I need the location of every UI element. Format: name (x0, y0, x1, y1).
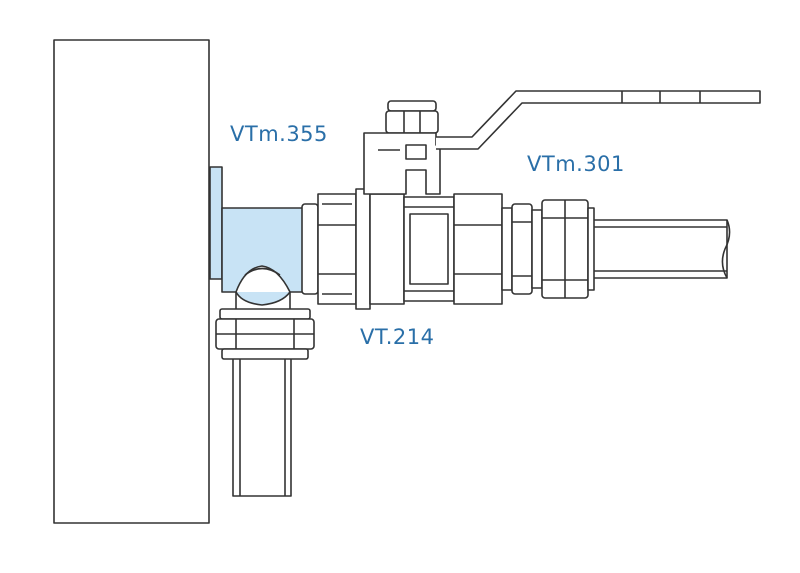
label-ball-valve: VT.214 (360, 325, 435, 349)
lower-compression-nut (215, 308, 315, 360)
vertical-pipe (232, 357, 292, 497)
valve-handle (363, 90, 761, 195)
label-compression-adapter: VTm.301 (527, 152, 625, 176)
compression-adapter (501, 199, 595, 299)
label-tee-fitting: VTm.355 (230, 122, 328, 146)
wall (53, 39, 210, 524)
ball-valve-body (301, 188, 503, 310)
horizontal-pipe (591, 219, 731, 279)
tee-fitting (209, 166, 306, 310)
